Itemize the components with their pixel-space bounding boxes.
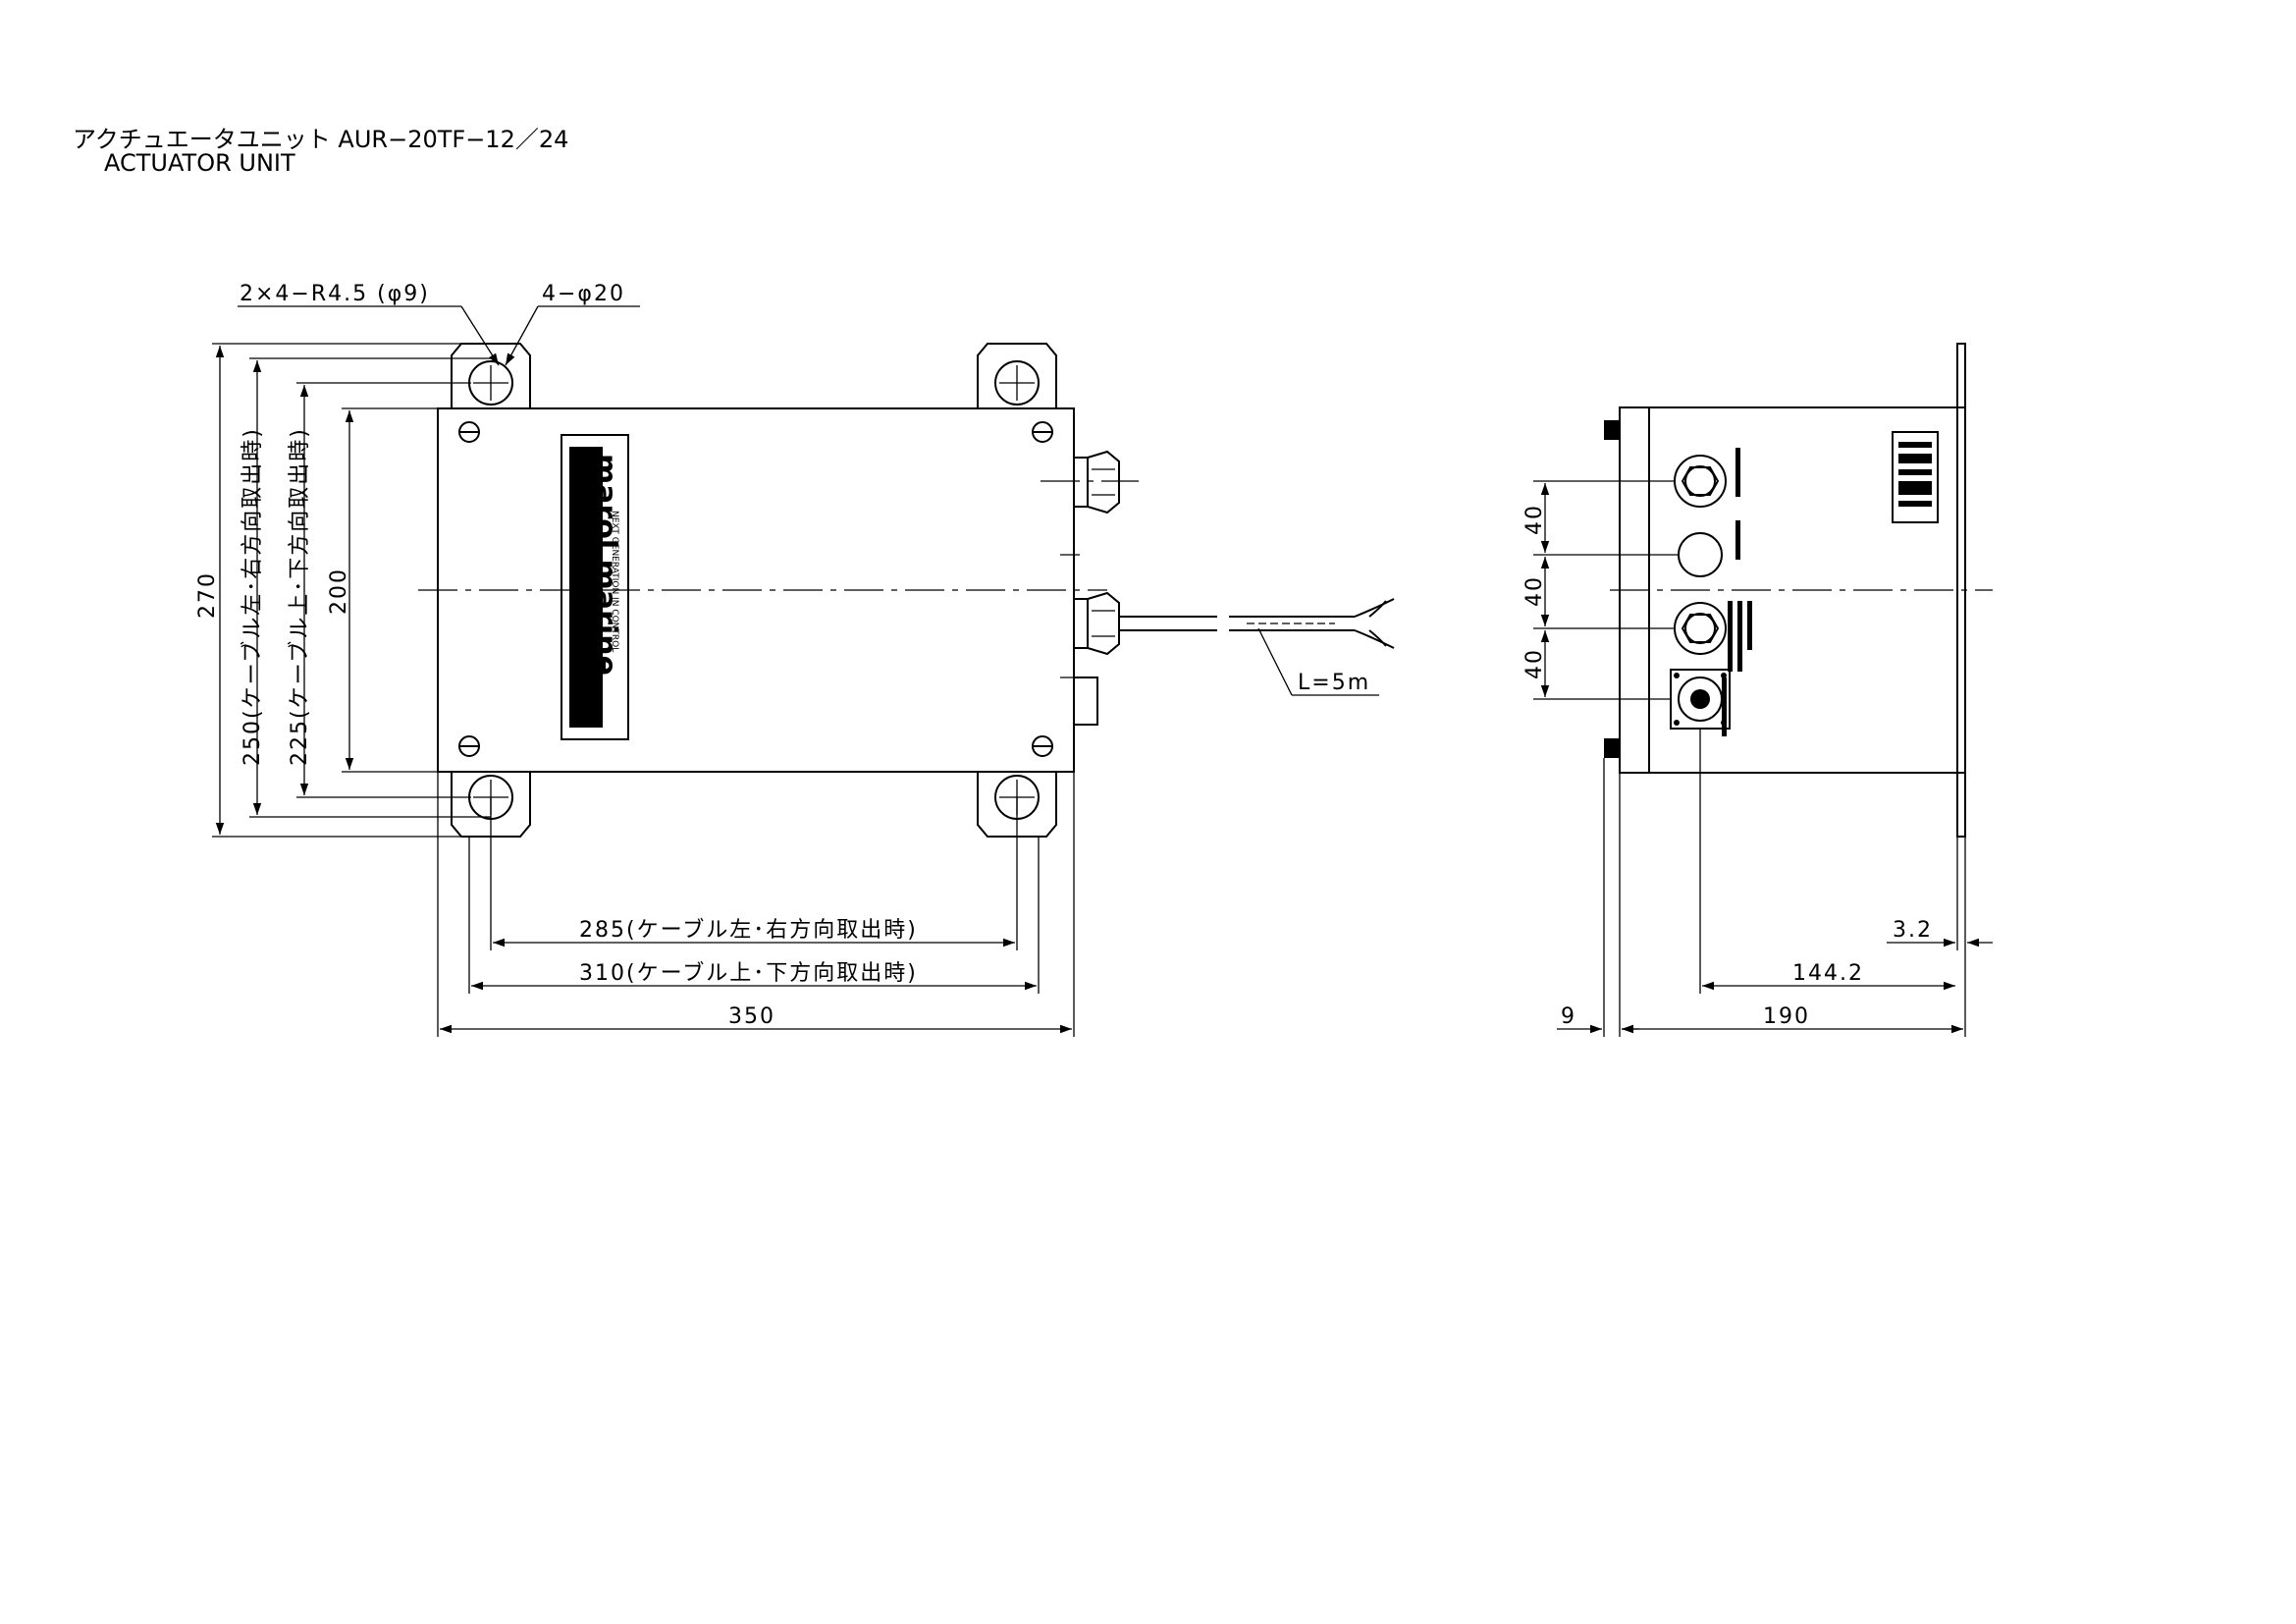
lid-bolt-bottom (1604, 738, 1620, 758)
callout-slot-label: 2×4−R4.5 (φ9) (240, 282, 430, 306)
dimension-144-2: 144.2 (1699, 729, 1955, 994)
port-label-marks (1722, 448, 1752, 736)
dimension-3-2: 3.2 (1887, 837, 1993, 1037)
dimension-225: 225(ケーブル上･下方向取出時) (288, 382, 471, 798)
dim-9-label: 9 (1561, 1004, 1576, 1029)
side-connector (1670, 669, 1731, 730)
dim-285-label: 285(ケーブル左･右方向取出時) (579, 918, 918, 943)
dimension-200: 200 (327, 407, 438, 773)
logo-tagline: NEXT GENERATION IN CONTROL (610, 511, 619, 652)
dim-40-b-label: 40 (1522, 575, 1547, 607)
callout-holes: 4−φ20 (505, 282, 640, 366)
cable-gland-upper (1041, 450, 1139, 514)
dim-190-label: 190 (1763, 1004, 1810, 1029)
mounting-ear-top-right (977, 343, 1057, 409)
dim-3-2-label: 3.2 (1893, 918, 1933, 943)
dim-40-c-label: 40 (1522, 648, 1547, 679)
dimension-9: 9 (1557, 758, 1639, 1037)
dimension-350: 350 (437, 727, 1075, 1037)
dim-225-label: 225(ケーブル上･下方向取出時) (288, 427, 312, 766)
callout-hole-label: 4−φ20 (542, 282, 625, 306)
side-gland-2 (1674, 602, 1727, 655)
side-view: 40 40 40 3.2 144.2 9 190 (1522, 343, 1993, 1037)
dimension-270: 270 (195, 343, 491, 838)
lid-bolt-top (1604, 420, 1620, 440)
dim-200-label: 200 (327, 568, 351, 615)
cable: L=5m (1119, 598, 1395, 696)
nameplate-icon (1892, 431, 1939, 523)
side-gland-1 (1674, 455, 1727, 508)
dim-270-label: 270 (195, 571, 220, 619)
callout-slots: 2×4−R4.5 (φ9) (238, 282, 500, 366)
dim-310-label: 310(ケーブル上･下方向取出時) (579, 961, 918, 986)
front-view: marol marine NEXT GENERATION IN CONTROL (195, 282, 1395, 1037)
dim-350-label: 350 (728, 1004, 775, 1029)
dimension-285: 285(ケーブル左･右方向取出時) (490, 797, 1018, 950)
logo-wordmark: marol marine (588, 454, 622, 676)
drawing-title-en: ACTUATOR UNIT (104, 149, 295, 177)
side-port-plug (1678, 532, 1723, 577)
dim-144-2-label: 144.2 (1792, 961, 1864, 986)
cable-length-label: L=5m (1298, 671, 1370, 695)
dimension-40-stack: 40 40 40 (1522, 480, 1679, 700)
connector-stub (1073, 677, 1098, 726)
dim-40-a-label: 40 (1522, 504, 1547, 535)
dimension-190: 190 (1622, 1004, 1963, 1034)
dimension-250: 250(ケーブル左･右方向取出時) (240, 357, 491, 818)
brand-logo-label: marol marine NEXT GENERATION IN CONTROL (561, 434, 629, 740)
cable-gland-lower (1060, 554, 1120, 678)
screw-icon (458, 421, 1053, 757)
drawing-title-ja: アクチュエータユニット AUR−20TF−12／24 (73, 126, 568, 153)
dimension-310: 310(ケーブル上･下方向取出時) (468, 837, 1040, 994)
dim-250-label: 250(ケーブル左･右方向取出時) (240, 427, 265, 766)
